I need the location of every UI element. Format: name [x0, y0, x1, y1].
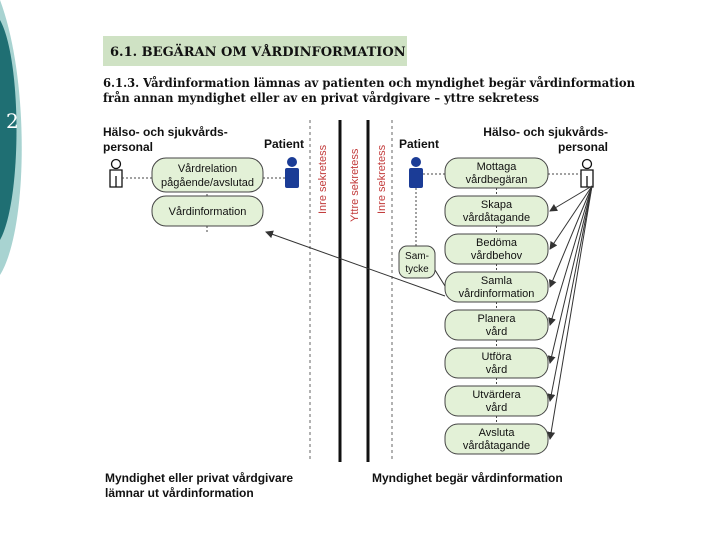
step-label-5-1: vård: [486, 364, 507, 376]
left-patient-label: Patient: [264, 137, 304, 151]
step-label-3-1: vårdinformation: [459, 288, 535, 300]
section-title: 6.1. BEGÄRAN OM VÅRDINFORMATION: [110, 44, 406, 60]
inner-secrecy-left-barrier: Inre sekretess: [309, 120, 329, 462]
staff-arrow-7: [547, 185, 593, 440]
step-label-4-0: Planera: [478, 313, 517, 325]
step-label-2-0: Bedöma: [476, 237, 518, 249]
request-arrow-to-vardinformation: [265, 230, 446, 297]
left-footer-1: Myndighet eller privat vårdgivare: [105, 471, 293, 485]
vardinformation-label: Vårdinformation: [169, 206, 247, 218]
consent-label-1: Sam-: [405, 251, 429, 262]
staff-arrow-5: [547, 185, 593, 364]
staff-arrows: [547, 185, 593, 440]
step-label-7-0: Avsluta: [479, 427, 516, 439]
staff-arrow-6: [547, 185, 593, 402]
process-steps: MottagavårdbegäranSkapavårdåtagandeBedöm…: [444, 157, 549, 455]
right-staff-person-icon: [580, 158, 594, 188]
slide-number: 2: [6, 109, 19, 133]
step-label-3-0: Samla: [481, 275, 513, 287]
inner-secrecy-right-barrier: Inre sekretess: [376, 120, 393, 462]
left-patient-person-icon: [285, 157, 299, 188]
consent-box: Sam- tycke: [398, 245, 436, 279]
inner-secrecy-right-label: Inre sekretess: [376, 144, 388, 214]
right-actor-label-2: personal: [558, 140, 608, 154]
staff-arrow-2: [549, 185, 593, 250]
left-decoration: 2: [0, 0, 22, 275]
inner-secrecy-left-label: Inre sekretess: [317, 144, 329, 214]
step-label-6-0: Utvärdera: [472, 389, 521, 401]
section-title-band: [103, 36, 407, 66]
vardrelation-box: [151, 157, 264, 193]
step-label-0-0: Mottaga: [477, 161, 518, 173]
subtitle-line-2: från annan myndighet eller av en privat …: [103, 90, 539, 105]
right-patient-label: Patient: [399, 137, 439, 151]
left-footer-2: lämnar ut vårdinformation: [105, 486, 254, 500]
vardrelation-label-2: pågående/avslutad: [161, 177, 254, 189]
right-actor-label-1: Hälso- och sjukvårds-: [483, 125, 608, 139]
outer-secrecy-label: Yttre sekretess: [349, 148, 361, 222]
step-label-5-0: Utföra: [482, 351, 513, 363]
step-label-4-1: vård: [486, 326, 507, 338]
staff-arrow-3: [548, 185, 593, 288]
staff-arrow-4: [548, 185, 593, 326]
vardinformation-box: [151, 195, 264, 227]
left-actor-label-2: personal: [103, 140, 153, 154]
left-staff-person-icon: [109, 158, 123, 188]
step-label-1-0: Skapa: [481, 199, 513, 211]
left-boxes: Vårdrelation pågående/avslutad Vårdinfor…: [151, 157, 264, 227]
subtitle-line-1: 6.1.3. Vårdinformation lämnas av patient…: [103, 75, 635, 90]
outer-secrecy-barrier: Yttre sekretess: [338, 120, 370, 462]
consent-label-2: tycke: [405, 264, 429, 275]
step-label-6-1: vård: [486, 402, 507, 414]
step-label-7-1: vårdåtagande: [463, 440, 530, 452]
right-footer: Myndighet begär vårdinformation: [372, 471, 563, 485]
decoration-dark-teal: [0, 20, 17, 240]
left-actor-label-1: Hälso- och sjukvårds-: [103, 125, 228, 139]
request-arrows: [265, 230, 446, 297]
step-label-2-1: vårdbehov: [471, 250, 523, 262]
right-patient-person-icon: [409, 157, 423, 188]
step-label-1-1: vårdåtagande: [463, 212, 530, 224]
step-label-0-1: vårdbegäran: [466, 174, 528, 186]
staff-arrow-1: [549, 185, 593, 212]
consent-to-samla-link: [434, 269, 446, 287]
vardrelation-label-1: Vårdrelation: [178, 163, 237, 175]
consent-frame: [398, 245, 436, 279]
right-dashed-connectors: [415, 173, 581, 246]
